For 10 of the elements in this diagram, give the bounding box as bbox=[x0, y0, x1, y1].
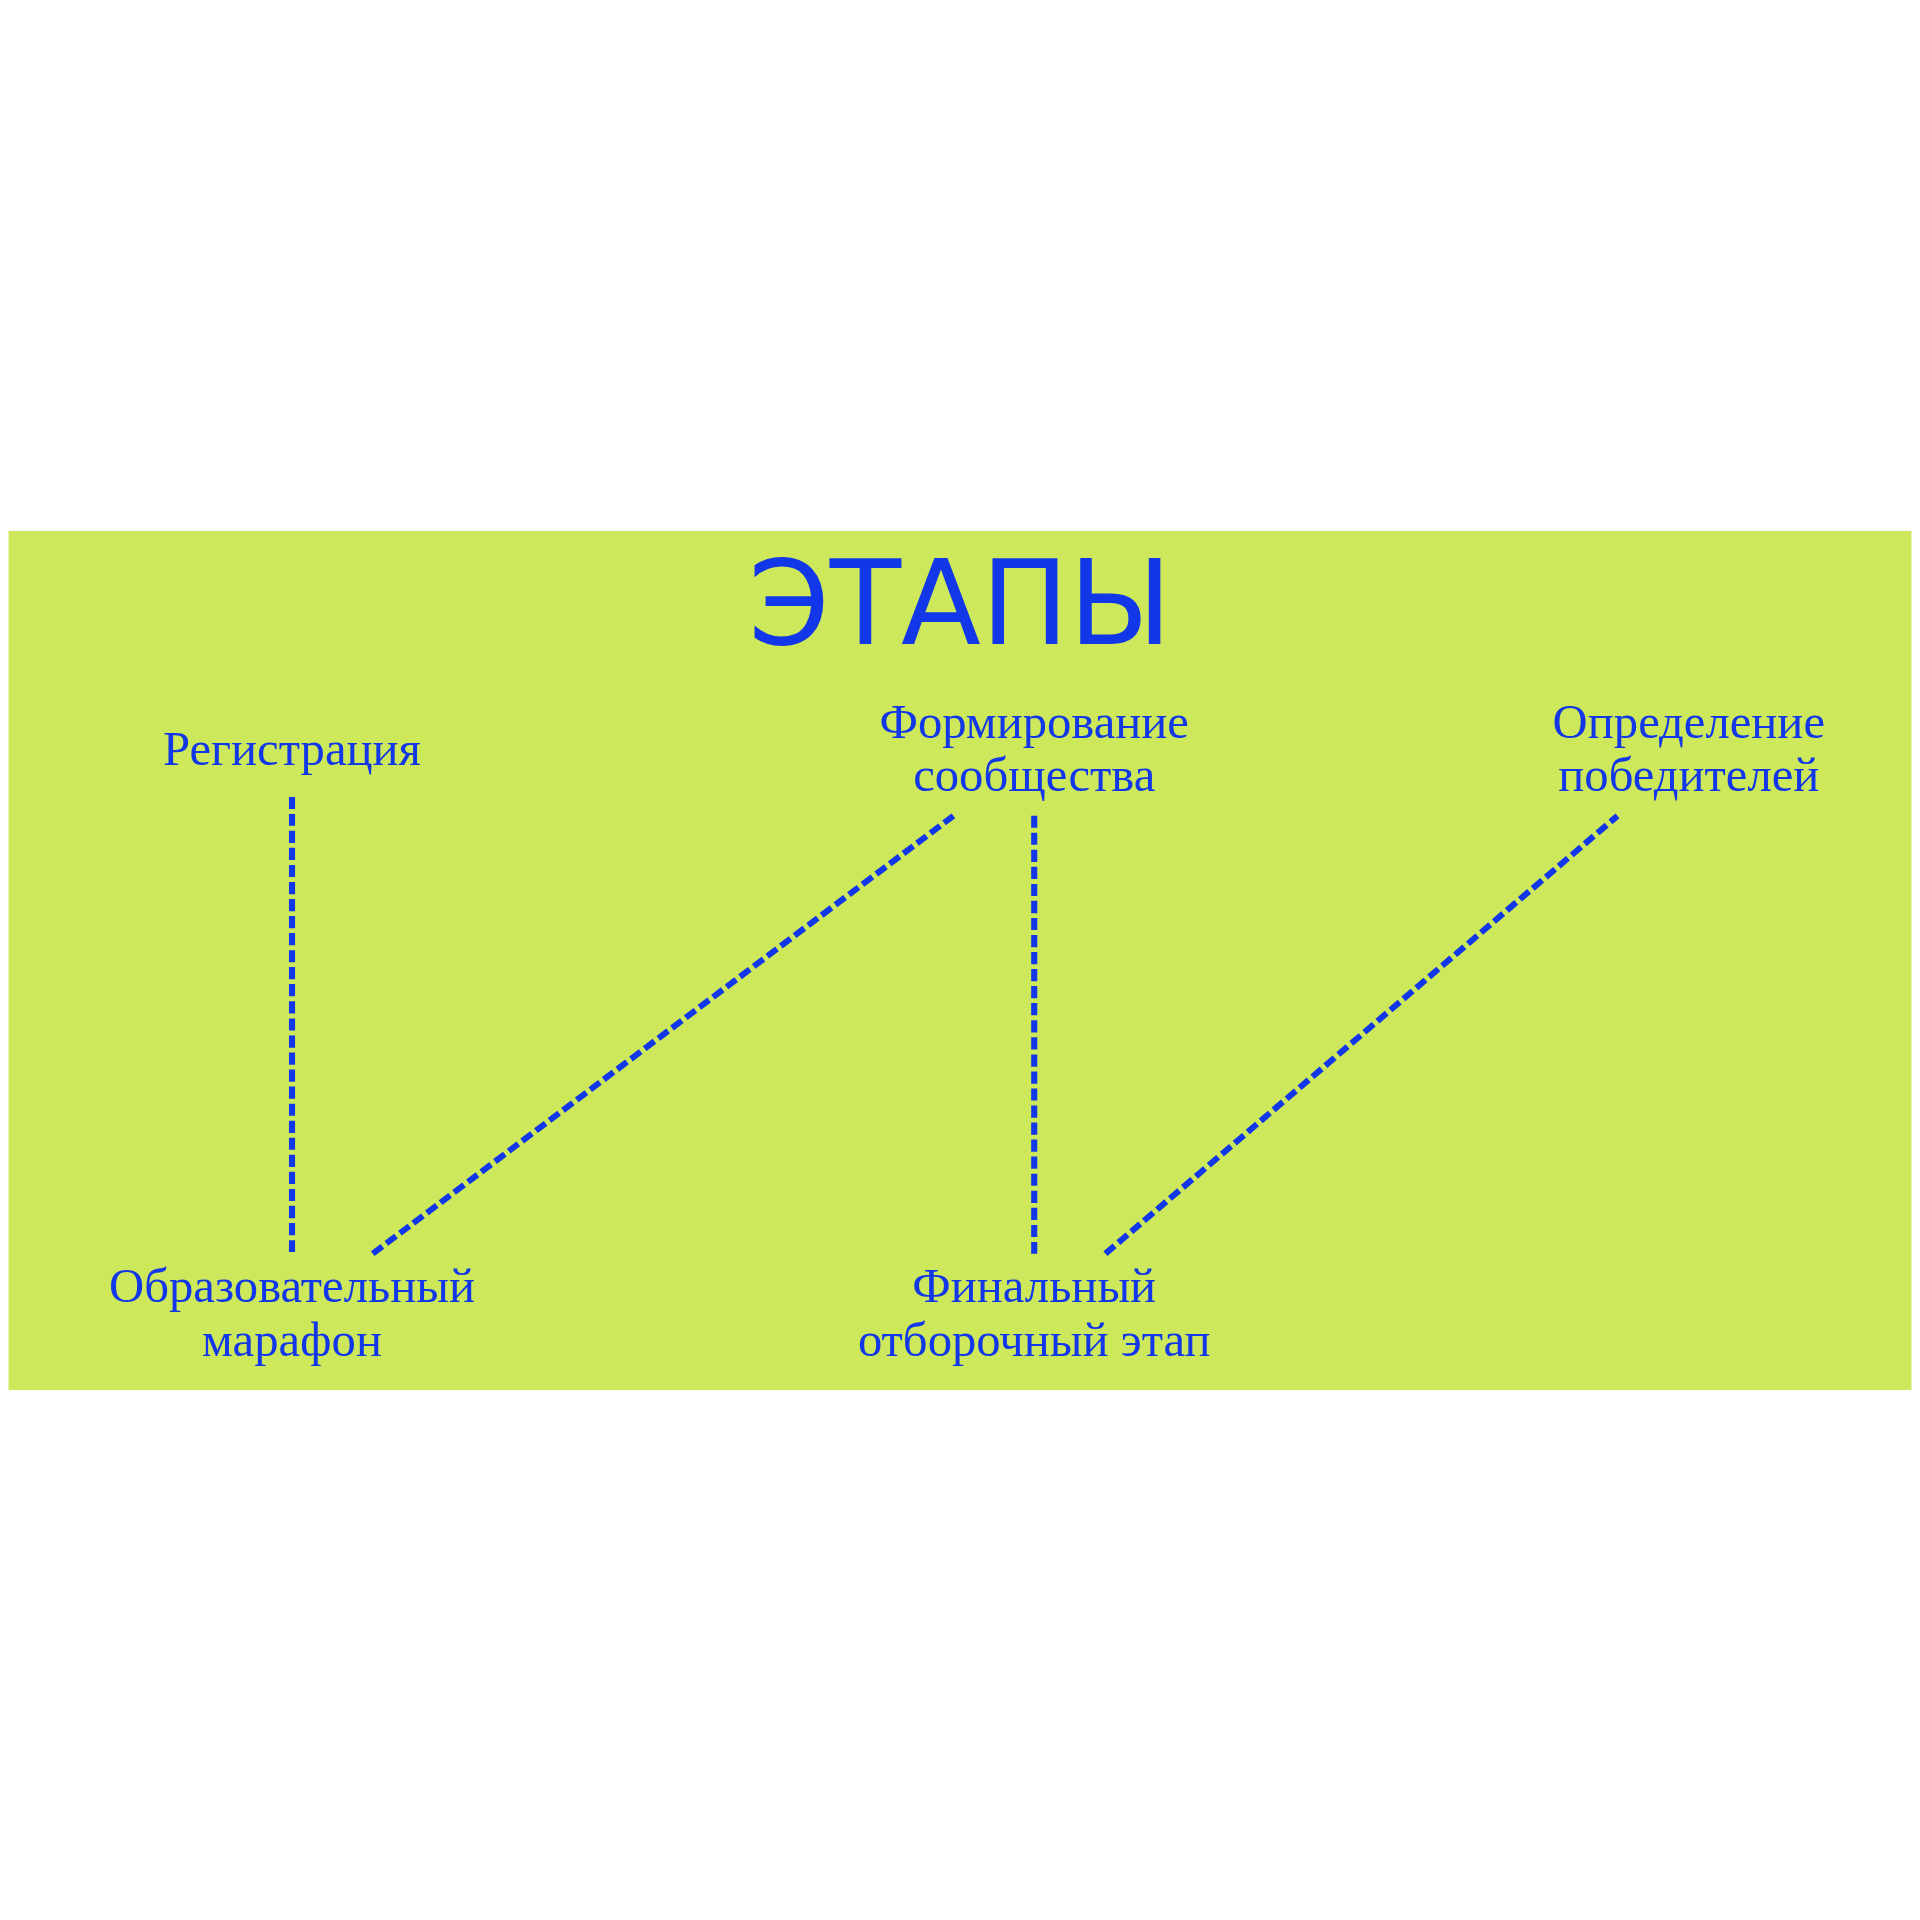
connector bbox=[1031, 815, 1038, 1254]
node-text: Образовательный марафон bbox=[109, 1258, 475, 1367]
node-text: Финальный отборочный этап bbox=[857, 1258, 1211, 1367]
node-text: Формирование сообщества bbox=[879, 694, 1189, 802]
connector bbox=[288, 796, 296, 1253]
diagram-title: ЭТАПЫ bbox=[748, 535, 1172, 672]
connector bbox=[1103, 813, 1620, 1256]
node-text: Регистрация bbox=[163, 721, 421, 776]
connector bbox=[370, 812, 956, 1256]
node-text: Определение победителей bbox=[1552, 694, 1825, 802]
